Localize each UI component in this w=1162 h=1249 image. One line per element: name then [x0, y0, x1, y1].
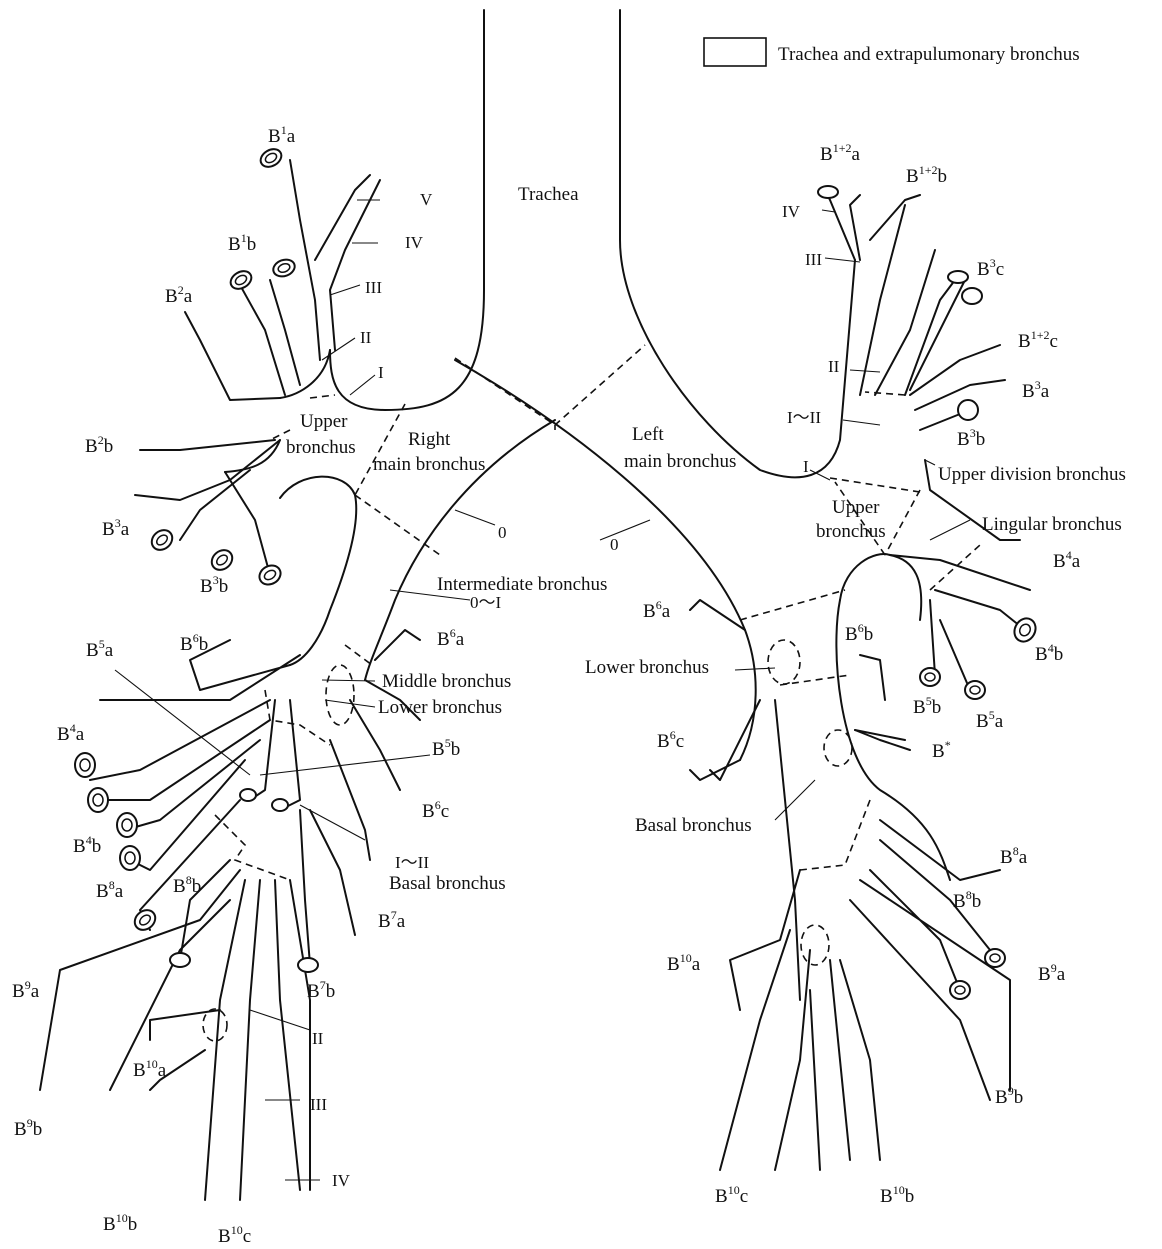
- seg-r-b10c: B10c: [218, 1223, 251, 1247]
- label-left-main-1: Left: [632, 424, 664, 445]
- label-upper-r-2: bronchus: [286, 437, 356, 458]
- seg-l-b10a: B10a: [667, 951, 701, 975]
- seg-r-b7a: B7a: [378, 908, 406, 932]
- label-right-main-2: main bronchus: [373, 454, 485, 475]
- r-hidden-orifice-1: [326, 665, 354, 725]
- gen-zero-l: 0: [610, 535, 619, 554]
- gen-r-I-II: I～II: [395, 853, 429, 872]
- seg-l-b9b: B9b: [995, 1084, 1023, 1108]
- gen-l-IV: IV: [782, 202, 801, 221]
- label-upper-l-1: Upper: [832, 497, 880, 518]
- label-left-main-2: main bronchus: [624, 451, 736, 472]
- seg-l-b8a: B8a: [1000, 844, 1028, 868]
- label-middle-r: Middle bronchus: [382, 671, 511, 692]
- seg-r-b3a: B3a: [102, 516, 130, 540]
- gen-zero-r: 0: [498, 523, 507, 542]
- gen-r-IV: IV: [405, 233, 424, 252]
- label-lower-l: Lower bronchus: [585, 657, 709, 678]
- seg-l-bstar: B*: [932, 738, 951, 762]
- label-lower-r: Lower bronchus: [378, 697, 502, 718]
- gen-zero-one: 0～I: [470, 593, 501, 612]
- seg-l-b6b: B6b: [845, 621, 873, 645]
- seg-r-b6c: B6c: [422, 798, 449, 822]
- gen-l-III: III: [805, 250, 822, 269]
- seg-l-b9a: B9a: [1038, 961, 1066, 985]
- seg-r-b2a: B2a: [165, 283, 193, 307]
- seg-l-b12c: B1+2c: [1018, 328, 1058, 352]
- gen-r-II: II: [360, 328, 372, 347]
- right-lower-lobe-branches: [40, 630, 420, 1200]
- gen-r-II-low: II: [312, 1029, 324, 1048]
- right-upper-lobe-branches: [135, 160, 380, 575]
- legend-text: Trachea and extrapulumonary bronchus: [778, 44, 1080, 65]
- seg-l-b8b: B8b: [953, 888, 981, 912]
- seg-r-b8a: B8a: [96, 878, 124, 902]
- seg-l-b10b: B10b: [880, 1183, 914, 1207]
- seg-l-b3b: B3b: [957, 426, 985, 450]
- seg-r-b1b: B1b: [228, 231, 256, 255]
- gen-r-I: I: [378, 363, 384, 382]
- label-trachea: Trachea: [518, 184, 579, 205]
- l-hidden-orifice-1: [768, 640, 800, 684]
- seg-r-b8b: B8b: [173, 873, 201, 897]
- seg-l-b5b: B5b: [913, 694, 941, 718]
- gen-l-I: I: [803, 457, 809, 476]
- legend-swatch: [704, 38, 766, 66]
- seg-r-b9b: B9b: [14, 1116, 42, 1140]
- label-lingular: Lingular bronchus: [982, 514, 1122, 535]
- label-basal-r: Basal bronchus: [389, 873, 506, 894]
- label-right-main-1: Right: [408, 429, 451, 450]
- seg-r-b4a: B4a: [57, 721, 85, 745]
- seg-l-b4a: B4a: [1053, 548, 1081, 572]
- seg-r-b1a: B1a: [268, 123, 296, 147]
- seg-r-b10a: B10a: [133, 1057, 167, 1081]
- seg-r-b4b: B4b: [73, 833, 101, 857]
- l-hidden-orifice-2: [824, 730, 852, 766]
- label-intermediate: Intermediate bronchus: [437, 574, 607, 595]
- seg-l-b4b: B4b: [1035, 641, 1063, 665]
- seg-l-b5a: B5a: [976, 708, 1004, 732]
- label-upper-division: Upper division bronchus: [938, 464, 1126, 485]
- gen-r-IV-low: IV: [332, 1171, 351, 1190]
- seg-r-b3b: B3b: [200, 573, 228, 597]
- seg-r-b5b: B5b: [432, 736, 460, 760]
- r-hidden-orifice-2: [203, 1009, 227, 1041]
- label-upper-r-1: Upper: [300, 411, 348, 432]
- label-upper-l-2: bronchus: [816, 521, 886, 542]
- seg-l-b6c: B6c: [657, 728, 684, 752]
- left-lower-lobe-branches: [690, 600, 1010, 1170]
- gen-r-III: III: [365, 278, 382, 297]
- seg-r-b6b: B6b: [180, 631, 208, 655]
- seg-l-b12b: B1+2b: [906, 163, 947, 187]
- seg-l-b3c: B3c: [977, 256, 1004, 280]
- seg-l-b12a: B1+2a: [820, 141, 860, 165]
- gen-l-II: II: [828, 357, 840, 376]
- seg-l-b6a: B6a: [643, 598, 671, 622]
- legend: Trachea and extrapulumonary bronchus: [704, 38, 1080, 66]
- seg-r-b5a: B5a: [86, 637, 114, 661]
- right-main-bronchus-outline: [225, 350, 555, 680]
- gen-r-V: V: [420, 190, 433, 209]
- seg-r-b9a: B9a: [12, 978, 40, 1002]
- seg-r-b6a: B6a: [437, 626, 465, 650]
- l-hidden-orifice-3: [801, 925, 829, 965]
- label-basal-l: Basal bronchus: [635, 815, 752, 836]
- leader-lines: [115, 200, 970, 1180]
- gen-r-III-low: III: [310, 1095, 327, 1114]
- seg-r-b10b: B10b: [103, 1211, 137, 1235]
- gen-l-I-II: I～II: [787, 408, 821, 427]
- seg-l-b10c: B10c: [715, 1183, 748, 1207]
- seg-r-b7b: B7b: [307, 978, 335, 1002]
- seg-r-b2b: B2b: [85, 433, 113, 457]
- segment-labels: B1a B1b B2a B2b B3a B3b B6b B6a B5a B5b …: [12, 123, 1081, 1247]
- left-main-bronchus-outline: [455, 360, 950, 880]
- seg-l-b3a: B3a: [1022, 378, 1050, 402]
